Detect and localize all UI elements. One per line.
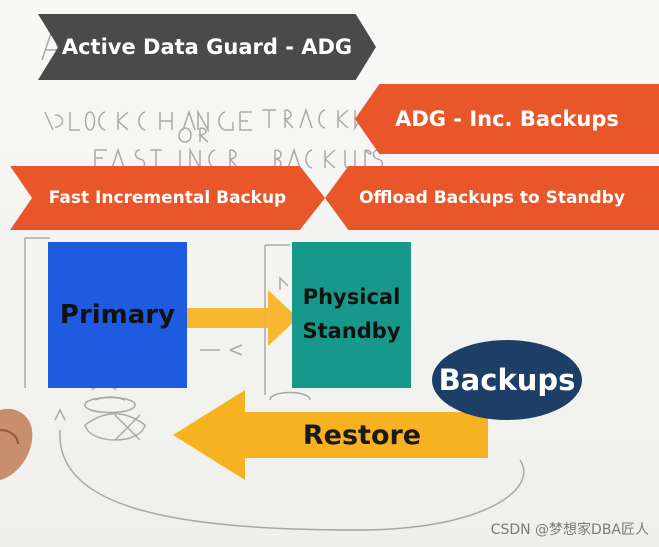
standby-label-line1: Physical	[302, 281, 400, 315]
primary-label: Primary	[60, 300, 175, 330]
backups-node: Backups	[432, 340, 582, 420]
presenter-hand-image	[0, 400, 40, 490]
restore-label: Restore	[262, 413, 462, 457]
standby-label-line2: Standby	[302, 315, 400, 349]
watermark-text: CSDN @梦想家DBA匠人	[491, 519, 649, 539]
primary-node: Primary	[48, 242, 187, 388]
physical-standby-node: Physical Standby	[292, 242, 411, 388]
primary-to-standby-arrow	[182, 290, 298, 346]
